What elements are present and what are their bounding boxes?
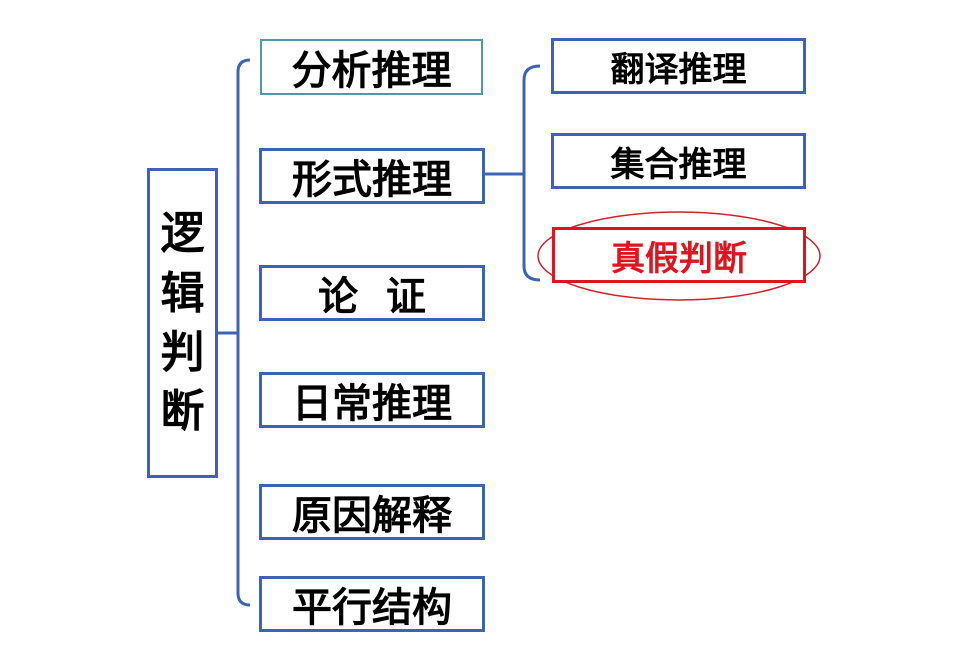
highlight-ellipse (537, 211, 821, 301)
node-label: 论 证 (318, 274, 426, 320)
node-label: 集合推理 (610, 144, 747, 185)
node-parallel-structure: 平行结构 (259, 576, 485, 632)
root-char: 断 (160, 386, 205, 438)
root-char: 判 (160, 327, 205, 378)
node-label: 原因解释 (292, 493, 452, 539)
node-set-reasoning: 集合推理 (551, 133, 806, 189)
root-node: 逻 辑 判 断 (147, 168, 218, 478)
node-label: 日常推理 (292, 381, 452, 427)
node-label: 翻译推理 (610, 49, 747, 90)
node-true-false-judgment: 真假判断 (552, 227, 806, 283)
root-char: 逻 (160, 208, 205, 260)
node-label: 平行结构 (292, 585, 452, 631)
node-daily-reasoning: 日常推理 (259, 372, 485, 428)
node-label: 形式推理 (292, 157, 452, 203)
node-translation-reasoning: 翻译推理 (551, 38, 806, 94)
node-label: 真假判断 (611, 238, 747, 279)
node-formal-reasoning: 形式推理 (259, 148, 485, 204)
sub-bracket (522, 64, 541, 282)
root-char: 辑 (160, 267, 205, 319)
node-label: 分析推理 (291, 48, 452, 94)
node-analytical-reasoning: 分析推理 (260, 39, 483, 95)
root-bracket (236, 58, 251, 607)
node-cause-explanation: 原因解释 (259, 484, 485, 540)
node-argumentation: 论 证 (259, 265, 485, 321)
